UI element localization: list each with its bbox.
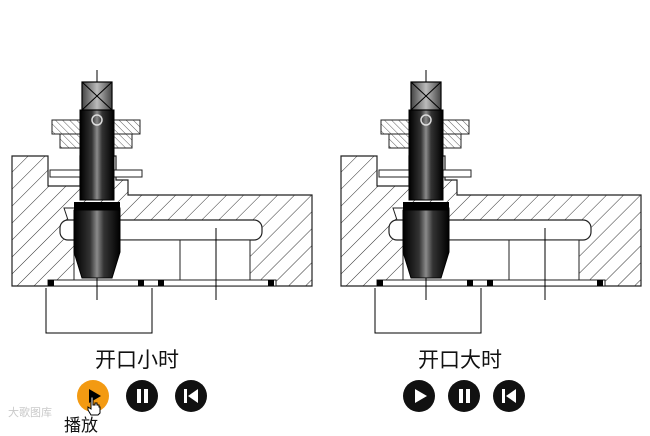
skip-back-icon [184, 389, 198, 403]
play-button-right[interactable] [403, 380, 435, 412]
play-icon [415, 389, 427, 403]
pause-icon [137, 389, 148, 403]
valve-large-opening [340, 69, 642, 334]
valve-small-opening [11, 69, 313, 334]
caption-large-opening: 开口大时 [418, 348, 502, 372]
play-tooltip: 播放 [64, 416, 98, 436]
pause-button-right[interactable] [448, 380, 480, 412]
reset-button-right[interactable] [493, 380, 525, 412]
skip-back-icon [502, 389, 516, 403]
pause-icon [459, 389, 470, 403]
pause-button-left[interactable] [126, 380, 158, 412]
caption-small-opening: 开口小时 [95, 348, 179, 372]
reset-button-left[interactable] [175, 380, 207, 412]
hand-cursor-icon [87, 396, 101, 416]
watermark: 大歌图库 [8, 406, 52, 419]
